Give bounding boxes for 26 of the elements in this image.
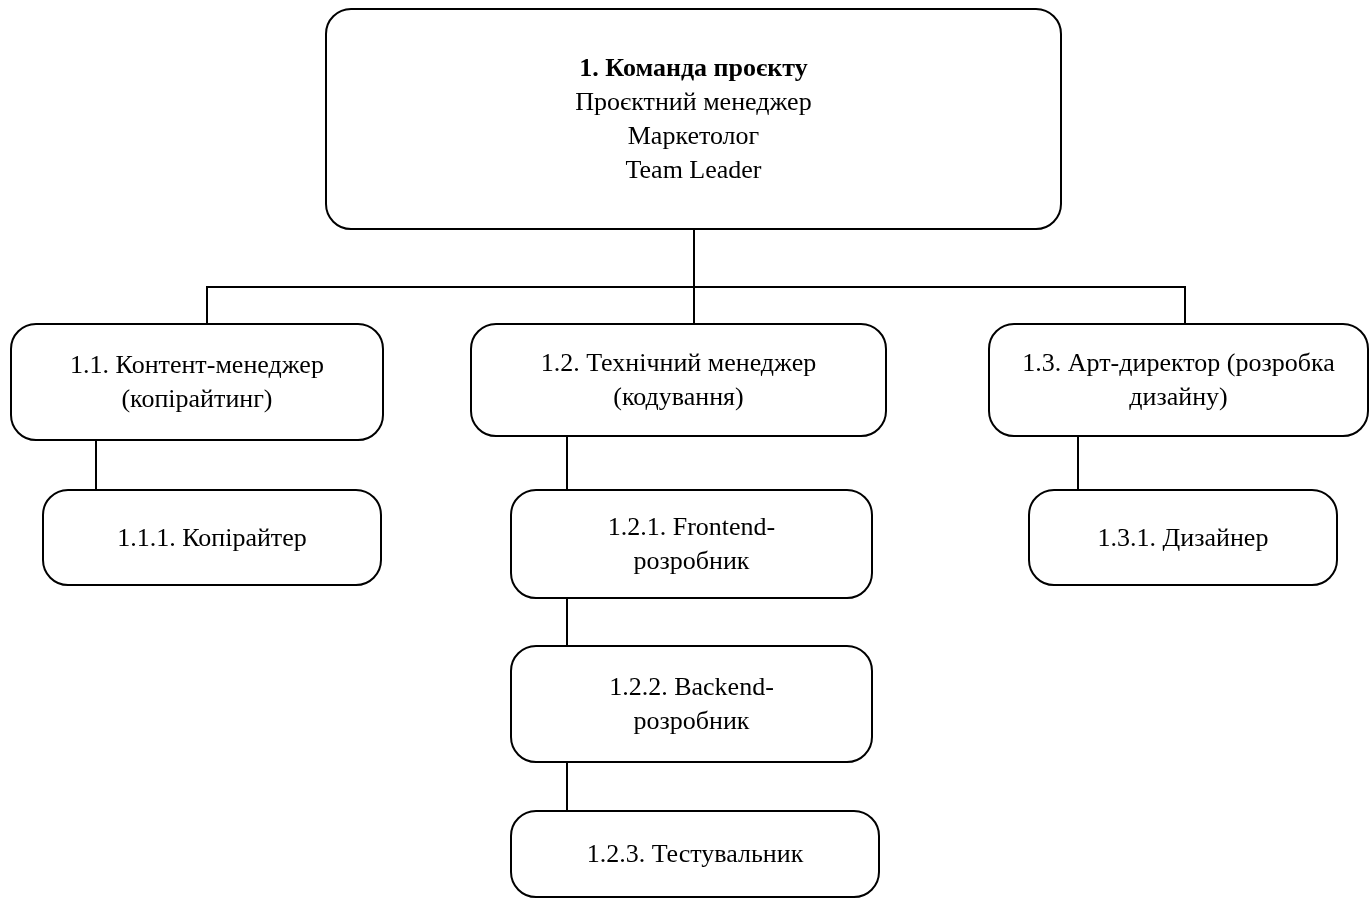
- connector-line: [566, 598, 568, 646]
- role-label: 1.1.1. Копірайтер: [117, 521, 307, 554]
- role-label: 1.2. Технічний менеджер (кодування): [539, 347, 818, 413]
- role-box: [510, 489, 873, 599]
- connector-line: [95, 440, 97, 490]
- role-box: [470, 323, 887, 437]
- connector-line: [566, 436, 568, 490]
- role-label: Маркетолог: [627, 120, 760, 152]
- role-label: Team Leader: [625, 153, 762, 186]
- role-label: 1.2.3. Тестувальник: [586, 838, 804, 871]
- role-box: [988, 323, 1369, 437]
- role-box: [42, 489, 382, 586]
- role-label: 1.2.1. Frontend-розробник: [606, 511, 777, 577]
- role-box: [10, 323, 384, 441]
- connector-line: [1077, 436, 1079, 490]
- role-box: [1028, 489, 1338, 586]
- role-box: [510, 810, 880, 898]
- connector-line: [566, 762, 568, 811]
- role-box: [510, 645, 873, 763]
- role-label: Проєктний менеджер: [575, 86, 812, 119]
- role-label: 1.3. Арт-директор (розробка дизайну): [1021, 347, 1336, 413]
- box-heading: 1. Команда проєкту: [579, 52, 808, 85]
- role-label: 1.1. Контент-менеджер (копірайтинг): [69, 349, 325, 415]
- role-label: 1.3.1. Дизайнер: [1097, 521, 1269, 554]
- role-box: [325, 8, 1062, 230]
- role-label: 1.2.2. Backend-розробник: [608, 671, 775, 737]
